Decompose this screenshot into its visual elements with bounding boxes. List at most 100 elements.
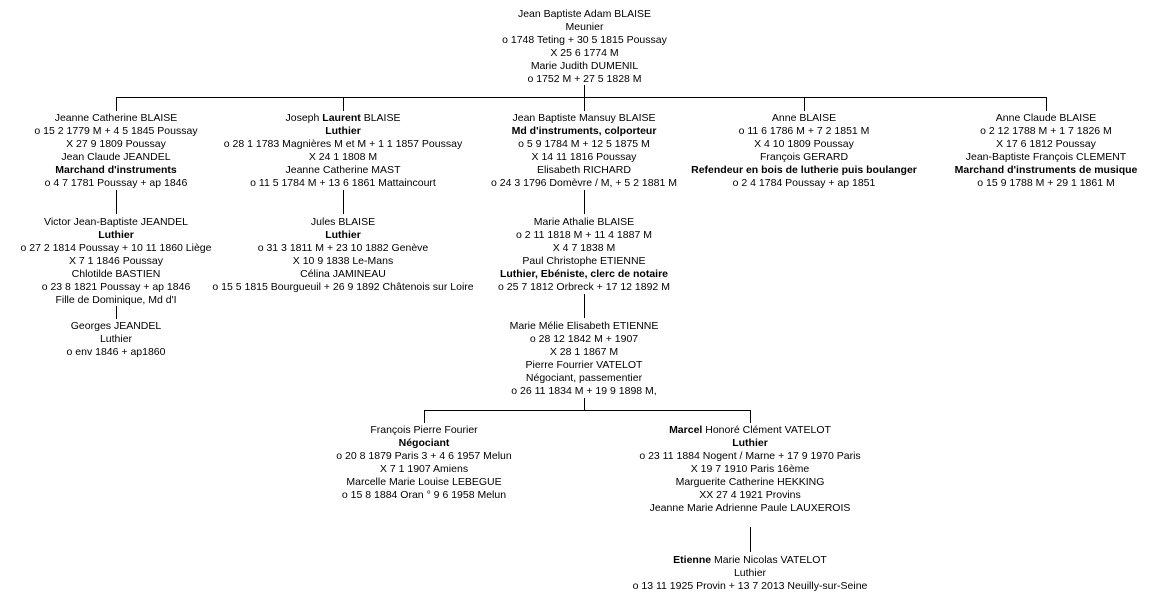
spouse-dates: o 26 11 1834 M + 19 9 1898 M, bbox=[511, 385, 657, 397]
marriage: X 17 6 1812 Poussay bbox=[996, 138, 1096, 150]
marriage: X 28 1 1867 M bbox=[549, 346, 619, 358]
marriage: X 7 1 1846 Poussay bbox=[69, 255, 163, 267]
marriage-2: XX 27 4 1921 Provins bbox=[699, 489, 801, 501]
spouse-dates: o 2 4 1784 Poussay + ap 1851 bbox=[732, 177, 876, 189]
name-post: Marie Nicolas VATELOT bbox=[711, 554, 827, 566]
spouse-name: François GERARD bbox=[759, 151, 849, 163]
spouse-occupation: Marchand d'instruments bbox=[55, 164, 177, 176]
person-dates: o 11 6 1786 M + 7 2 1851 M bbox=[738, 125, 870, 137]
spouse-name: Chlotilde BASTIEN bbox=[71, 268, 161, 280]
person-occupation: Luthier bbox=[98, 229, 134, 241]
georges-jeandel-card: Georges JEANDEL Luthier o env 1846 + ap1… bbox=[36, 320, 196, 359]
spouse-dates: o 15 5 1815 Bourgueuil + 26 9 1892 Châte… bbox=[212, 281, 474, 293]
victor-jeandel-card: Victor Jean-Baptiste JEANDEL Luthier o 2… bbox=[6, 216, 226, 307]
spouse-name: Elisabeth RICHARD bbox=[537, 164, 631, 176]
person-name: Marcel Honoré Clément VATELOT bbox=[620, 424, 880, 437]
marcel-vatelot-card: Marcel Honoré Clément VATELOT Luthier o … bbox=[620, 424, 880, 515]
root-spouse-name: Marie Judith DUMENIL bbox=[530, 60, 639, 72]
spouse-dates: o 15 8 1884 Oran ° 9 6 1958 Melun bbox=[341, 489, 507, 501]
person-name: Jules BLAISE bbox=[310, 216, 376, 228]
jules-blaise-card: Jules BLAISE Luthier o 31 3 1811 M + 23 … bbox=[203, 216, 483, 294]
child-jeanne-catherine-card: Jeanne Catherine BLAISE o 15 2 1779 M + … bbox=[16, 112, 216, 190]
person-name: Marie Mélie Elisabeth ETIENNE bbox=[509, 320, 659, 332]
person-dates: o 31 3 1811 M + 23 10 1882 Genève bbox=[257, 242, 429, 254]
spouse-1-name: Marguerite Catherine HEKKING bbox=[675, 476, 825, 488]
person-name: Jean Baptiste Mansuy BLAISE bbox=[512, 112, 656, 124]
spouse-occupation: Refendeur en bois de lutherie puis boula… bbox=[691, 164, 917, 176]
name-post: Honoré Clément VATELOT bbox=[702, 424, 831, 436]
person-dates: o 27 2 1814 Poussay + 10 11 1860 Liège bbox=[20, 242, 212, 254]
person-occupation: Luthier bbox=[732, 437, 768, 449]
spouse-occupation: Marchand d'instruments de musique bbox=[954, 164, 1138, 176]
person-dates: o 28 1 1783 Magnières M et M + 1 1 1857 … bbox=[223, 138, 463, 150]
marriage: X 14 11 1816 Poussay bbox=[531, 151, 637, 163]
person-dates: o 2 12 1788 M + 1 7 1826 M bbox=[980, 125, 1112, 137]
person-name: Georges JEANDEL bbox=[70, 320, 162, 332]
marie-athalie-card: Marie Athalie BLAISE o 2 11 1818 M + 11 … bbox=[474, 216, 694, 294]
spouse-name: Jeanne Catherine MAST bbox=[285, 164, 401, 176]
person-name: Marie Athalie BLAISE bbox=[533, 216, 635, 228]
marriage: X 4 7 1838 M bbox=[552, 242, 616, 254]
person-name: Joseph Laurent BLAISE bbox=[213, 112, 473, 125]
spouse-dates: o 23 8 1821 Poussay + ap 1846 bbox=[41, 281, 191, 293]
name-bold: Etienne bbox=[673, 554, 712, 566]
marriage: X 24 1 1808 M bbox=[308, 151, 378, 163]
person-name: Jeanne Catherine BLAISE bbox=[54, 112, 178, 124]
person-occupation: Md d'instruments, colporteur bbox=[511, 125, 657, 137]
spouse-name: Pierre Fourrier VATELOT bbox=[525, 359, 643, 371]
spouse-name: Marcelle Marie Louise LEBEGUE bbox=[346, 476, 502, 488]
root-spouse-dates: o 1752 M + 27 5 1828 M bbox=[527, 73, 642, 85]
name-post: BLAISE bbox=[360, 112, 401, 124]
marie-melie-card: Marie Mélie Elisabeth ETIENNE o 28 12 18… bbox=[474, 320, 694, 398]
child-anne-claude-card: Anne Claude BLAISE o 2 12 1788 M + 1 7 1… bbox=[938, 112, 1154, 190]
name-pre: Joseph bbox=[285, 112, 323, 124]
person-dates: o 13 11 1925 Provin + 13 7 2013 Neuilly-… bbox=[632, 580, 868, 592]
spouse-name: Célina JAMINEAU bbox=[300, 268, 386, 280]
person-dates: o 23 11 1884 Nogent / Marne + 17 9 1970 … bbox=[639, 450, 861, 462]
child-anne-card: Anne BLAISE o 11 6 1786 M + 7 2 1851 M X… bbox=[674, 112, 934, 190]
marriage: X 7 1 1907 Amiens bbox=[379, 463, 469, 475]
spouse-2-name: Jeanne Marie Adrienne Paule LAUXEROIS bbox=[649, 502, 851, 514]
person-dates: o env 1846 + ap1860 bbox=[66, 346, 166, 358]
spouse-dates: o 15 9 1788 M + 29 1 1861 M bbox=[977, 177, 1115, 189]
spouse-dates: o 4 7 1781 Poussay + ap 1846 bbox=[44, 177, 188, 189]
person-name: François Pierre Fourier bbox=[370, 424, 478, 436]
person-occupation: Luthier bbox=[99, 333, 133, 345]
person-dates: o 20 8 1879 Paris 3 + 4 6 1957 Melun bbox=[336, 450, 512, 462]
spouse-occupation: Négociant, passementier bbox=[525, 372, 643, 384]
root-dates: o 1748 Teting + 30 5 1815 Poussay bbox=[502, 34, 667, 46]
root-name: Jean Baptiste Adam BLAISE bbox=[517, 8, 652, 20]
child-joseph-laurent-card: Joseph Laurent BLAISE Luthier o 28 1 178… bbox=[213, 112, 473, 190]
person-occupation: Luthier bbox=[733, 567, 767, 579]
person-occupation: Luthier bbox=[325, 125, 361, 137]
spouse-note: Fille de Dominique, Md d'I bbox=[55, 294, 177, 306]
person-name: Anne Claude BLAISE bbox=[995, 112, 1097, 124]
root-person-card: Jean Baptiste Adam BLAISE Meunier o 1748… bbox=[470, 8, 699, 86]
person-name: Anne BLAISE bbox=[771, 112, 837, 124]
root-marriage: X 25 6 1774 M bbox=[550, 47, 619, 59]
spouse-dates: o 11 5 1784 M + 13 6 1861 Mattaincourt bbox=[250, 177, 436, 189]
name-bold: Marcel bbox=[669, 424, 703, 436]
root-occupation: Meunier bbox=[565, 21, 604, 33]
person-dates: o 2 11 1818 M + 11 4 1887 M bbox=[516, 229, 652, 241]
person-name: Etienne Marie Nicolas VATELOT bbox=[610, 554, 890, 567]
person-dates: o 28 12 1842 M + 1907 bbox=[529, 333, 639, 345]
marriage: X 4 10 1809 Poussay bbox=[754, 138, 854, 150]
spouse-dates: o 25 7 1812 Orbreck + 17 12 1892 M bbox=[498, 281, 670, 293]
spouse-dates: o 24 3 1796 Domèvre / M, + 5 2 1881 M bbox=[491, 177, 677, 189]
person-dates: o 5 9 1784 M + 12 5 1875 M bbox=[518, 138, 650, 150]
marriage: X 10 9 1838 Le-Mans bbox=[292, 255, 394, 267]
francois-pierre-card: François Pierre Fourier Négociant o 20 8… bbox=[314, 424, 534, 502]
person-occupation: Luthier bbox=[325, 229, 361, 241]
marriage: X 27 9 1809 Poussay bbox=[66, 138, 166, 150]
spouse-name: Paul Christophe ETIENNE bbox=[522, 255, 646, 267]
name-bold: Laurent bbox=[322, 112, 361, 124]
marriage-1: X 19 7 1910 Paris 16ème bbox=[690, 463, 810, 475]
spouse-name: Jean-Baptiste François CLEMENT bbox=[965, 151, 1127, 163]
person-occupation: Négociant bbox=[398, 437, 450, 449]
person-name: Victor Jean-Baptiste JEANDEL bbox=[44, 216, 188, 228]
person-dates: o 15 2 1779 M + 4 5 1845 Poussay bbox=[34, 125, 198, 137]
child-jean-baptiste-mansuy-card: Jean Baptiste Mansuy BLAISE Md d'instrum… bbox=[474, 112, 694, 190]
spouse-name: Jean Claude JEANDEL bbox=[61, 151, 171, 163]
